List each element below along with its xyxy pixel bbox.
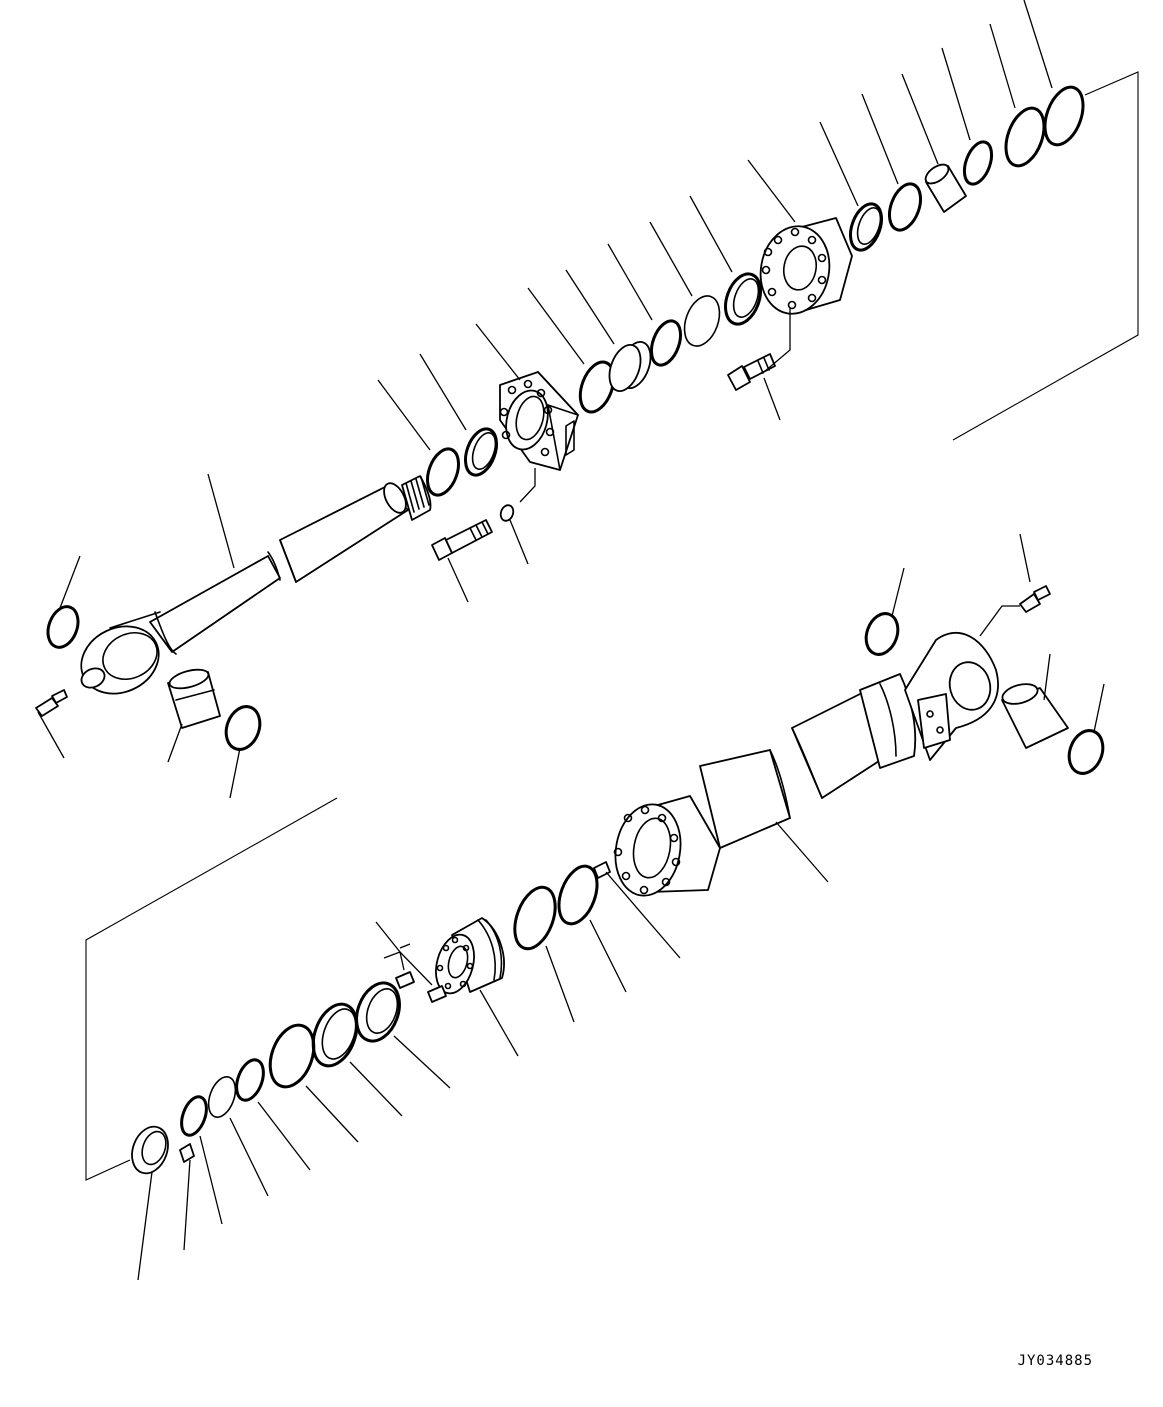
leader-lines bbox=[38, 0, 1104, 1280]
o-ring-head bbox=[678, 291, 726, 351]
o-ring-piston-3 bbox=[204, 1073, 241, 1121]
piston-ring bbox=[349, 977, 407, 1047]
piston-rod bbox=[150, 476, 431, 654]
head-bushing bbox=[604, 338, 657, 396]
tube-flange-end bbox=[608, 796, 720, 901]
dowel-pin-1 bbox=[396, 972, 414, 988]
flange-bottom bbox=[754, 218, 852, 319]
slipper-seal bbox=[177, 1093, 211, 1138]
grease-fitting-rod bbox=[36, 690, 67, 716]
seal-flange-2 bbox=[884, 180, 927, 235]
plug-head bbox=[499, 503, 516, 522]
rod-seal bbox=[460, 425, 503, 480]
backup-ring-head bbox=[646, 317, 686, 369]
cylinder-tube bbox=[700, 633, 998, 848]
cushion-plug bbox=[180, 1144, 194, 1162]
snap-ring-flange bbox=[959, 138, 997, 188]
bushing-rod-eye bbox=[168, 666, 220, 728]
o-ring-piston-2 bbox=[507, 882, 563, 954]
head-bolt bbox=[432, 520, 492, 560]
dust-seal-rod-eye-left bbox=[43, 602, 84, 651]
o-ring-flange-1 bbox=[999, 103, 1051, 171]
dowel-pin-2 bbox=[428, 986, 446, 1002]
o-ring-flange-2 bbox=[1038, 82, 1090, 150]
buffer-ring bbox=[422, 445, 465, 500]
dust-seal-tube-left bbox=[861, 609, 904, 659]
flange-bolt bbox=[728, 354, 775, 390]
wear-ring-1 bbox=[305, 998, 364, 1072]
seal-flange-1 bbox=[845, 200, 888, 255]
snap-ring-head bbox=[574, 357, 620, 416]
wear-ring-2 bbox=[262, 1019, 321, 1093]
drawing-reference-code: JY034885 bbox=[1017, 1353, 1093, 1369]
bushing-tube bbox=[1000, 681, 1068, 748]
wiper-ring-head bbox=[719, 269, 767, 329]
dust-seal-tube-right bbox=[1063, 726, 1108, 778]
backup-ring-piston bbox=[232, 1056, 269, 1104]
upper-group-frame bbox=[953, 72, 1138, 440]
rod-eye bbox=[70, 612, 170, 706]
cylinder-head bbox=[500, 372, 578, 470]
o-ring-piston-1 bbox=[552, 861, 604, 929]
dust-seal-rod-eye-right bbox=[220, 702, 265, 754]
nut-piston bbox=[126, 1122, 174, 1179]
lower-group-frame bbox=[86, 798, 337, 1180]
piston bbox=[430, 918, 504, 998]
grease-fitting-tube bbox=[1020, 586, 1050, 612]
collar bbox=[922, 161, 966, 212]
